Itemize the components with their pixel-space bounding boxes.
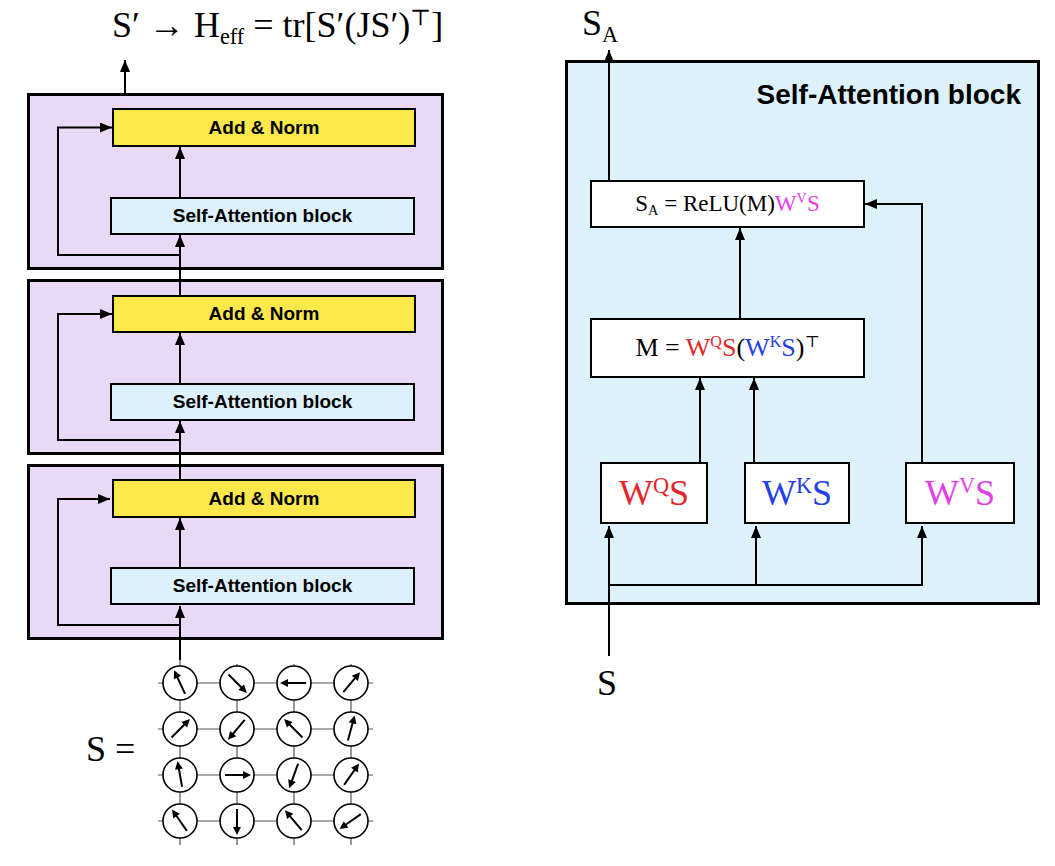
box-label: Self-Attention block [173,205,352,227]
text-run: A [602,22,618,47]
text-run: S [635,191,648,216]
text-run: S [722,333,736,362]
text-run: W [619,473,653,513]
block-title: Self-Attention block [568,79,1021,111]
formula-label: WQS [619,472,689,514]
text-run: W [745,333,770,362]
flow-lines [58,50,922,660]
label-holder: SA [582,2,618,44]
text-run: eff [220,24,244,49]
text-run: = tr[S′(JS′) [244,5,410,45]
label-holder: S = [86,728,135,770]
text-run: S [669,473,689,513]
text-run: Q [653,473,669,498]
projection-box: WQS [600,462,708,524]
text-run: S [812,473,832,513]
text-run: = ReLU(M) [658,191,774,216]
text-run: W [925,473,959,513]
box-label: Self-Attention block [173,391,352,413]
arrow [865,204,922,462]
formula-label: S = [86,728,135,770]
attention-box: Self-Attention block [110,567,415,605]
text-run: Q [710,333,722,350]
text-run: V [959,473,975,498]
formula-label: S′ → Heff = tr[S′(JS′)⊤] [112,4,443,46]
arrow [179,147,181,197]
formula-label: SA = ReLU(M)WVS [635,191,819,217]
text-run: S [582,3,602,43]
text-run: W [686,333,711,362]
formula-label: SA [582,2,618,44]
text-run: ( [736,333,745,362]
formula-label: WVS [925,472,995,514]
spin-lattice [158,660,373,845]
output-arrow [124,60,126,93]
label-holder: S [597,662,617,704]
text-run: W [762,473,796,513]
text-run: Self-Attention block [757,79,1021,110]
text-run: A [648,202,658,218]
text-run: ⊤ [804,333,819,350]
text-run: Add & Norm [209,117,320,138]
text-run: Add & Norm [209,303,320,324]
arrow [699,378,701,462]
box-label: Add & Norm [209,117,320,139]
text-run: S = [86,729,135,769]
text-run: ] [431,5,443,45]
layer-box: Add & NormSelf-Attention block [27,279,444,455]
text-run: W [775,191,797,216]
text-run: ⊤ [410,5,431,30]
attention-detail-box: Self-Attention blockSA = ReLU(M)WVSM = W… [565,60,1040,605]
add-norm-box: Add & Norm [112,295,416,333]
text-run: S [807,191,820,216]
arrow [753,378,755,462]
text-run: Self-Attention block [173,391,352,412]
text-run: M = [635,333,685,362]
add-norm-box: Add & Norm [112,108,416,147]
attention-box: Self-Attention block [110,383,415,421]
box-label: Add & Norm [209,303,320,325]
projection-box: WVS [905,462,1015,524]
box-label: Add & Norm [209,488,320,510]
formula-label: S [597,662,617,704]
text-run: Self-Attention block [173,205,352,226]
formula-box: M = WQS(WKS)⊤ [590,318,865,378]
output-arrow [608,50,610,180]
text-run: V [797,190,807,206]
layer-box: Add & NormSelf-Attention block [27,93,444,270]
projection-box: WKS [744,462,850,524]
add-norm-box: Add & Norm [112,479,416,518]
arrow [739,228,741,318]
text-run: S′ → H [112,5,220,45]
arrow [179,333,181,383]
formula-label: M = WQS(WKS)⊤ [635,333,819,363]
text-run: Add & Norm [209,488,320,509]
input-arrow [608,526,610,656]
text-run: K [796,473,812,498]
formula-label: WKS [762,472,832,514]
text-run: Self-Attention block [173,575,352,596]
box-label: Self-Attention block [173,575,352,597]
arrow [179,518,181,567]
formula-box: SA = ReLU(M)WVS [590,180,865,228]
label-holder: S′ → Heff = tr[S′(JS′)⊤] [112,4,443,46]
text-run: K [770,333,782,350]
input-arrow [755,526,757,585]
layer-box: Add & NormSelf-Attention block [27,464,444,640]
attention-box: Self-Attention block [110,197,415,235]
input-arrow [179,606,181,660]
text-run: ) [796,333,805,362]
text-run: S [781,333,795,362]
text-run: S [597,663,617,703]
input-arrow [609,526,922,585]
text-run: S [975,473,995,513]
